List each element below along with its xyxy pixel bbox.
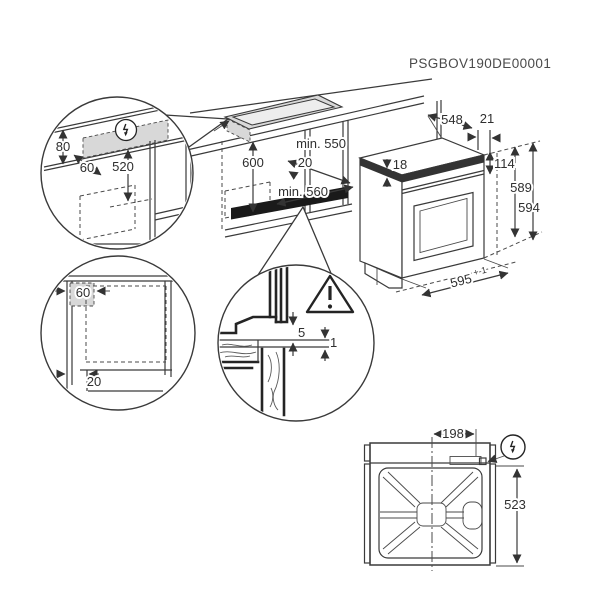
oven-back-view: 198 523: [363, 424, 528, 571]
dim-front-plinth-label: 20: [87, 374, 101, 389]
dim-oven-width-tolerance: +-1: [472, 265, 487, 278]
dim-detail-gap-label: 60: [80, 160, 94, 175]
detail-front-circle: 60 20: [40, 255, 196, 411]
warning-icon: [305, 274, 355, 314]
dim-detail-height-label: 80: [56, 139, 70, 154]
dim-oven-panel-label: 114: [494, 156, 515, 171]
dim-front-box-label: 60: [76, 285, 90, 300]
dim-cabinet-offset-label: 20: [298, 155, 312, 170]
detail-electrical-circle: 80 60 520: [40, 96, 230, 250]
oven-base: [364, 262, 403, 289]
dim-cabinet-width-label: min. 560: [278, 184, 328, 199]
back-panel: [378, 467, 483, 559]
dim-oven-backgap-label: 21: [480, 111, 494, 126]
dim-gap-lower-label: 1: [330, 335, 337, 350]
dim-oven-height1-label: 589: [510, 180, 532, 195]
document-code: PSGBOV190DE00001: [409, 56, 551, 71]
dim-back-height-label: 523: [504, 497, 526, 512]
oven-door: [413, 191, 474, 262]
dim-cabinet-height-label: 600: [242, 155, 264, 170]
oven-dimensions-view: 548 21 18 114 589 594 595 +-1: [358, 109, 543, 298]
dim-detail-drop-label: 520: [112, 159, 134, 174]
dim-cabinet-depth-label: min. 550: [296, 136, 346, 151]
dim-back-offset-label: 198: [442, 426, 464, 441]
oven-top-trim: [402, 155, 484, 183]
main-cabinet-view: 600 min. 550 20 min. 560: [177, 78, 442, 238]
dim-oven-top-label: 18: [393, 157, 407, 172]
connection-box-shaded: [69, 282, 95, 307]
dim-oven-depth-label: 548: [441, 112, 463, 127]
dim-oven-width-label: 595: [449, 271, 474, 291]
terminal-box: [449, 456, 482, 465]
detail-gap-circle: 5 1: [217, 205, 375, 422]
dim-oven-height2-label: 594: [518, 200, 540, 215]
dim-gap-upper-label: 5: [298, 325, 305, 340]
